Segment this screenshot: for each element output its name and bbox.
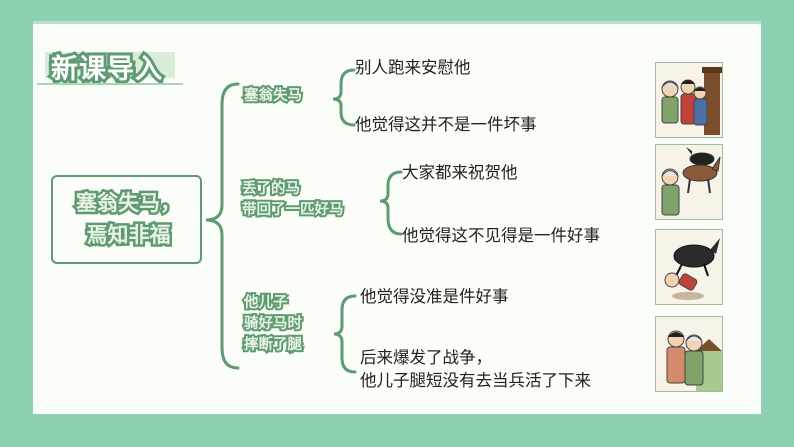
leaf-2-2: 他觉得这不见得是一件好事 bbox=[402, 226, 600, 245]
branch-1-label: 塞翁失马 bbox=[242, 86, 304, 107]
branch1-bracket bbox=[332, 68, 356, 127]
branch3-bracket bbox=[333, 294, 357, 374]
leaf-3-2b: 他儿子腿短没有去当兵活了下来 bbox=[360, 371, 591, 390]
root-bracket bbox=[205, 82, 240, 370]
title-highlight bbox=[45, 52, 175, 78]
branch2-bracket bbox=[379, 170, 403, 236]
card-top-strip bbox=[33, 21, 761, 24]
section-title: 新课导入 bbox=[37, 46, 197, 88]
horses-returning-icon bbox=[655, 144, 723, 220]
neighbors-consoling-icon bbox=[655, 62, 723, 138]
branch-3-line-2: 骑好马时 bbox=[242, 314, 304, 334]
leaf-3-1: 他觉得没准是件好事 bbox=[360, 287, 509, 306]
title-underline bbox=[37, 83, 183, 85]
title-text: 新课导入 bbox=[48, 51, 165, 88]
branch-2-line-2: 带回了一匹好马 bbox=[240, 200, 345, 220]
root-node: 塞翁失马， 焉知非福 bbox=[51, 175, 202, 264]
leaf-2-1: 大家都来祝贺他 bbox=[402, 163, 518, 182]
root-line-2: 焉知非福 bbox=[84, 221, 173, 250]
leaf-1-2: 他觉得这并不是一件坏事 bbox=[355, 115, 537, 134]
branch-2-label: 丢了的马 带回了一匹好马 bbox=[240, 179, 345, 221]
root-line-1: 塞翁失马， bbox=[74, 189, 184, 218]
leaf-3-2a: 后来爆发了战争， bbox=[360, 348, 492, 367]
branch-3-line-3: 摔断了腿 bbox=[242, 335, 304, 355]
root-label: 塞翁失马， 焉知非福 bbox=[53, 187, 204, 251]
father-and-son-icon bbox=[655, 316, 723, 392]
branch-3-line-1: 他儿子 bbox=[242, 293, 290, 313]
son-falling-from-horse-icon bbox=[655, 229, 723, 305]
branch-2-line-1: 丢了的马 bbox=[240, 179, 302, 199]
branch-3-label: 他儿子 骑好马时 摔断了腿 bbox=[242, 293, 304, 356]
branch-1-line-1: 塞翁失马 bbox=[242, 86, 304, 106]
leaf-1-1: 别人跑来安慰他 bbox=[355, 58, 471, 77]
